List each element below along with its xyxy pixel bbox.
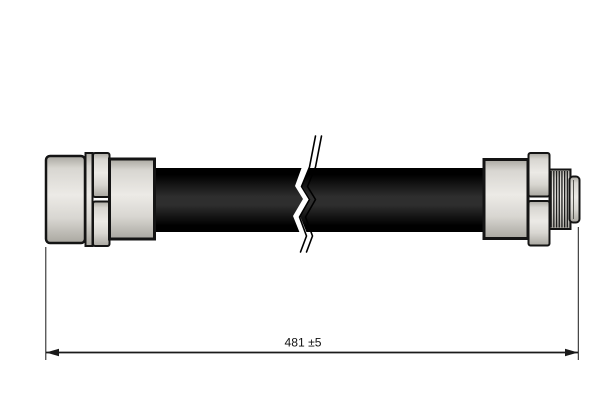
break-symbol	[293, 135, 323, 253]
right-hex-nut-lower-flat	[527, 200, 551, 247]
end-tip	[568, 175, 581, 224]
break-zigzag-line-1	[298, 135, 317, 253]
dimension-arrowhead-left	[46, 348, 59, 357]
right-fitting	[482, 152, 581, 247]
right-hex-nut-upper-flat	[527, 152, 551, 198]
dimension-annotation: 481 ±5	[45, 227, 579, 360]
left-washer-ring	[84, 152, 94, 247]
left-socket-fitting	[44, 154, 87, 245]
left-hex-nut-upper-flat	[92, 152, 111, 198]
left-fitting	[44, 152, 156, 247]
break-zigzag-line-2	[304, 135, 323, 253]
left-hex-nut-lower-flat	[92, 200, 111, 247]
break-gap	[293, 164, 310, 236]
dimension-arrowhead-right	[565, 348, 578, 357]
dimension-label: 481 ±5	[285, 336, 322, 350]
right-crimp-ferrule	[482, 158, 530, 240]
left-crimp-ferrule	[108, 157, 156, 241]
thread-crest-lines	[550, 171, 570, 228]
